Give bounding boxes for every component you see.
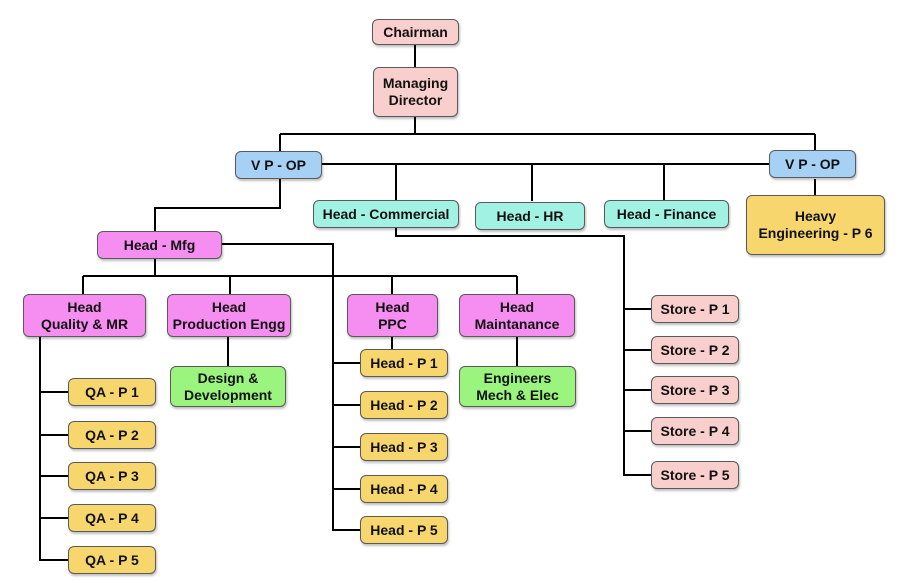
vp-op-left-box: V P - OP	[235, 151, 322, 179]
store-p1-box: Store - P 1	[651, 295, 739, 323]
qa-p1-box: QA - P 1	[68, 378, 156, 406]
head-ppc-box: Head PPC	[347, 294, 438, 337]
qa-p2-box: QA - P 2	[68, 421, 156, 449]
head-maintenance-box: Head Maintanance	[459, 294, 575, 337]
qa-p3-box: QA - P 3	[68, 462, 156, 490]
head-p5-box: Head - P 5	[360, 516, 448, 544]
head-hr-box: Head - HR	[475, 202, 585, 230]
engineers-box: Engineers Mech & Elec	[459, 366, 576, 407]
store-p5-box: Store - P 5	[651, 461, 739, 489]
heavy-engineering-box: Heavy Engineering - P 6	[746, 195, 885, 255]
design-development-box: Design & Development	[170, 366, 286, 407]
qa-p5-box: QA - P 5	[68, 546, 156, 574]
store-p3-box: Store - P 3	[651, 376, 739, 404]
vp-op-right-box: V P - OP	[769, 150, 856, 178]
head-p4-box: Head - P 4	[360, 475, 448, 503]
store-p4-box: Store - P 4	[651, 417, 739, 445]
managing-director-box: Managing Director	[373, 67, 458, 117]
head-mfg-box: Head - Mfg	[97, 231, 222, 259]
head-p2-box: Head - P 2	[360, 391, 448, 419]
head-finance-box: Head - Finance	[604, 200, 729, 228]
head-quality-box: Head Quality & MR	[23, 294, 146, 337]
head-p3-box: Head - P 3	[360, 433, 448, 461]
head-commercial-box: Head - Commercial	[313, 200, 459, 228]
chairman-box: Chairman	[372, 19, 459, 45]
head-p1-box: Head - P 1	[360, 349, 448, 377]
store-p2-box: Store - P 2	[651, 336, 739, 364]
qa-p4-box: QA - P 4	[68, 504, 156, 532]
head-production-box: Head Production Engg	[167, 294, 291, 337]
